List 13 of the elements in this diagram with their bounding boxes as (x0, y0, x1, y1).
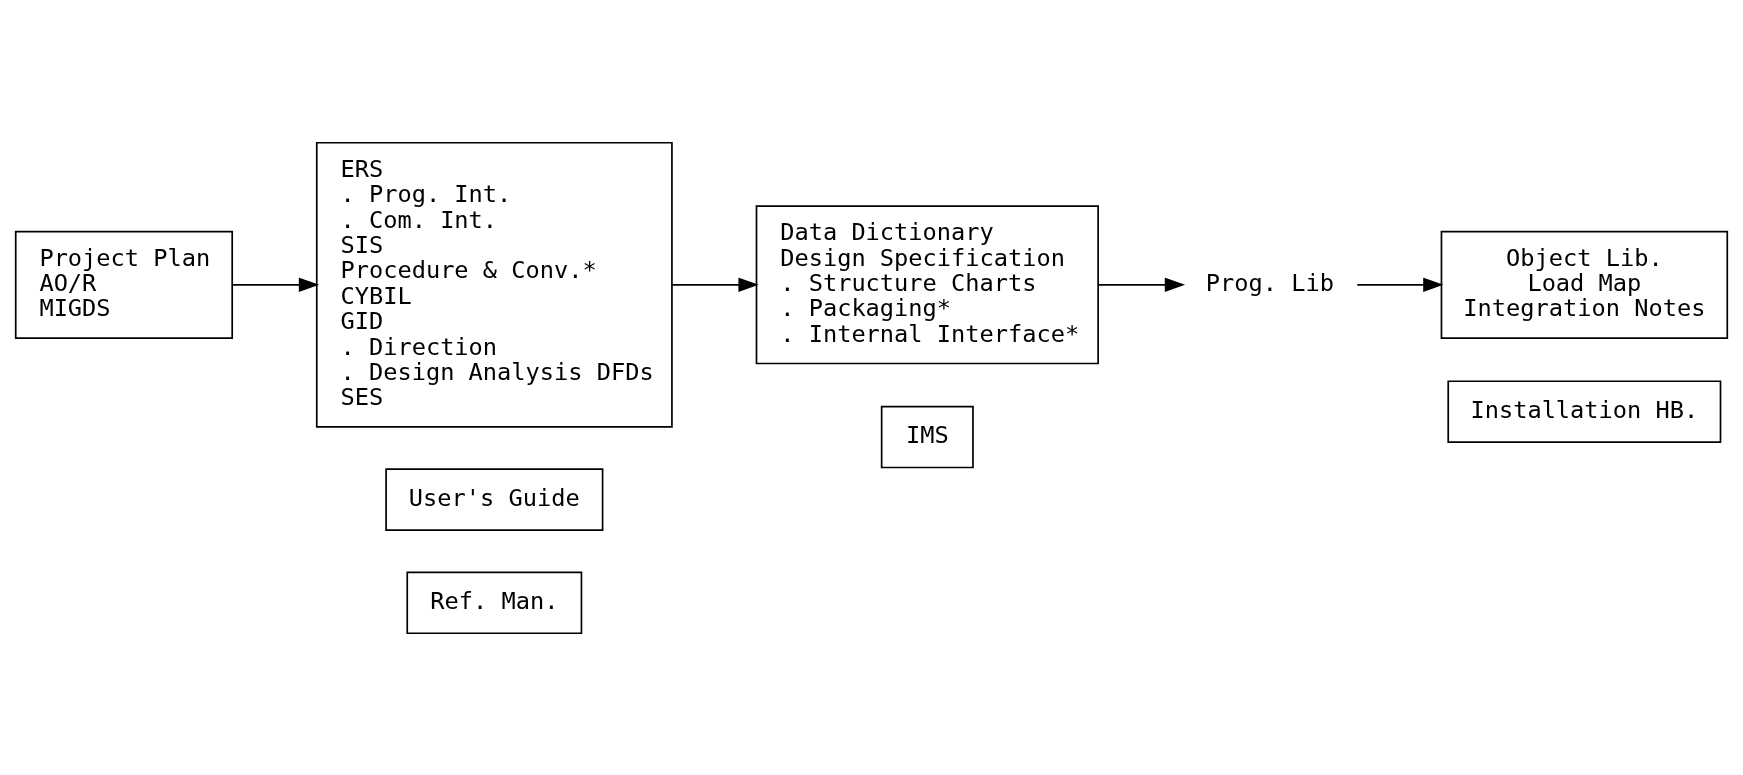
node-box: ERS . Prog. Int. . Com. Int. SIS Procedure & Conv.* CYBIL GID . Direction . Design Analysis DFDs SES (315, 141, 673, 428)
node-box: Installation HB. (1447, 379, 1722, 443)
node-box: User's Guide (385, 467, 604, 531)
node-text: Prog. Lib (1205, 268, 1334, 297)
node-box: Data Dictionary Design Specification . Structure Charts . Packaging* . Internal Interface* (755, 204, 1099, 364)
node-box: Project Plan AO/R MIGDS (14, 230, 234, 339)
node-box: Ref. Man. (406, 571, 583, 634)
arrow (231, 277, 320, 292)
arrow (671, 277, 759, 292)
node-box: IMS (880, 405, 974, 468)
arrow (1097, 277, 1186, 292)
node-box: Object Lib. Load Map Integration Notes (1440, 230, 1729, 339)
arrow (1356, 277, 1444, 292)
